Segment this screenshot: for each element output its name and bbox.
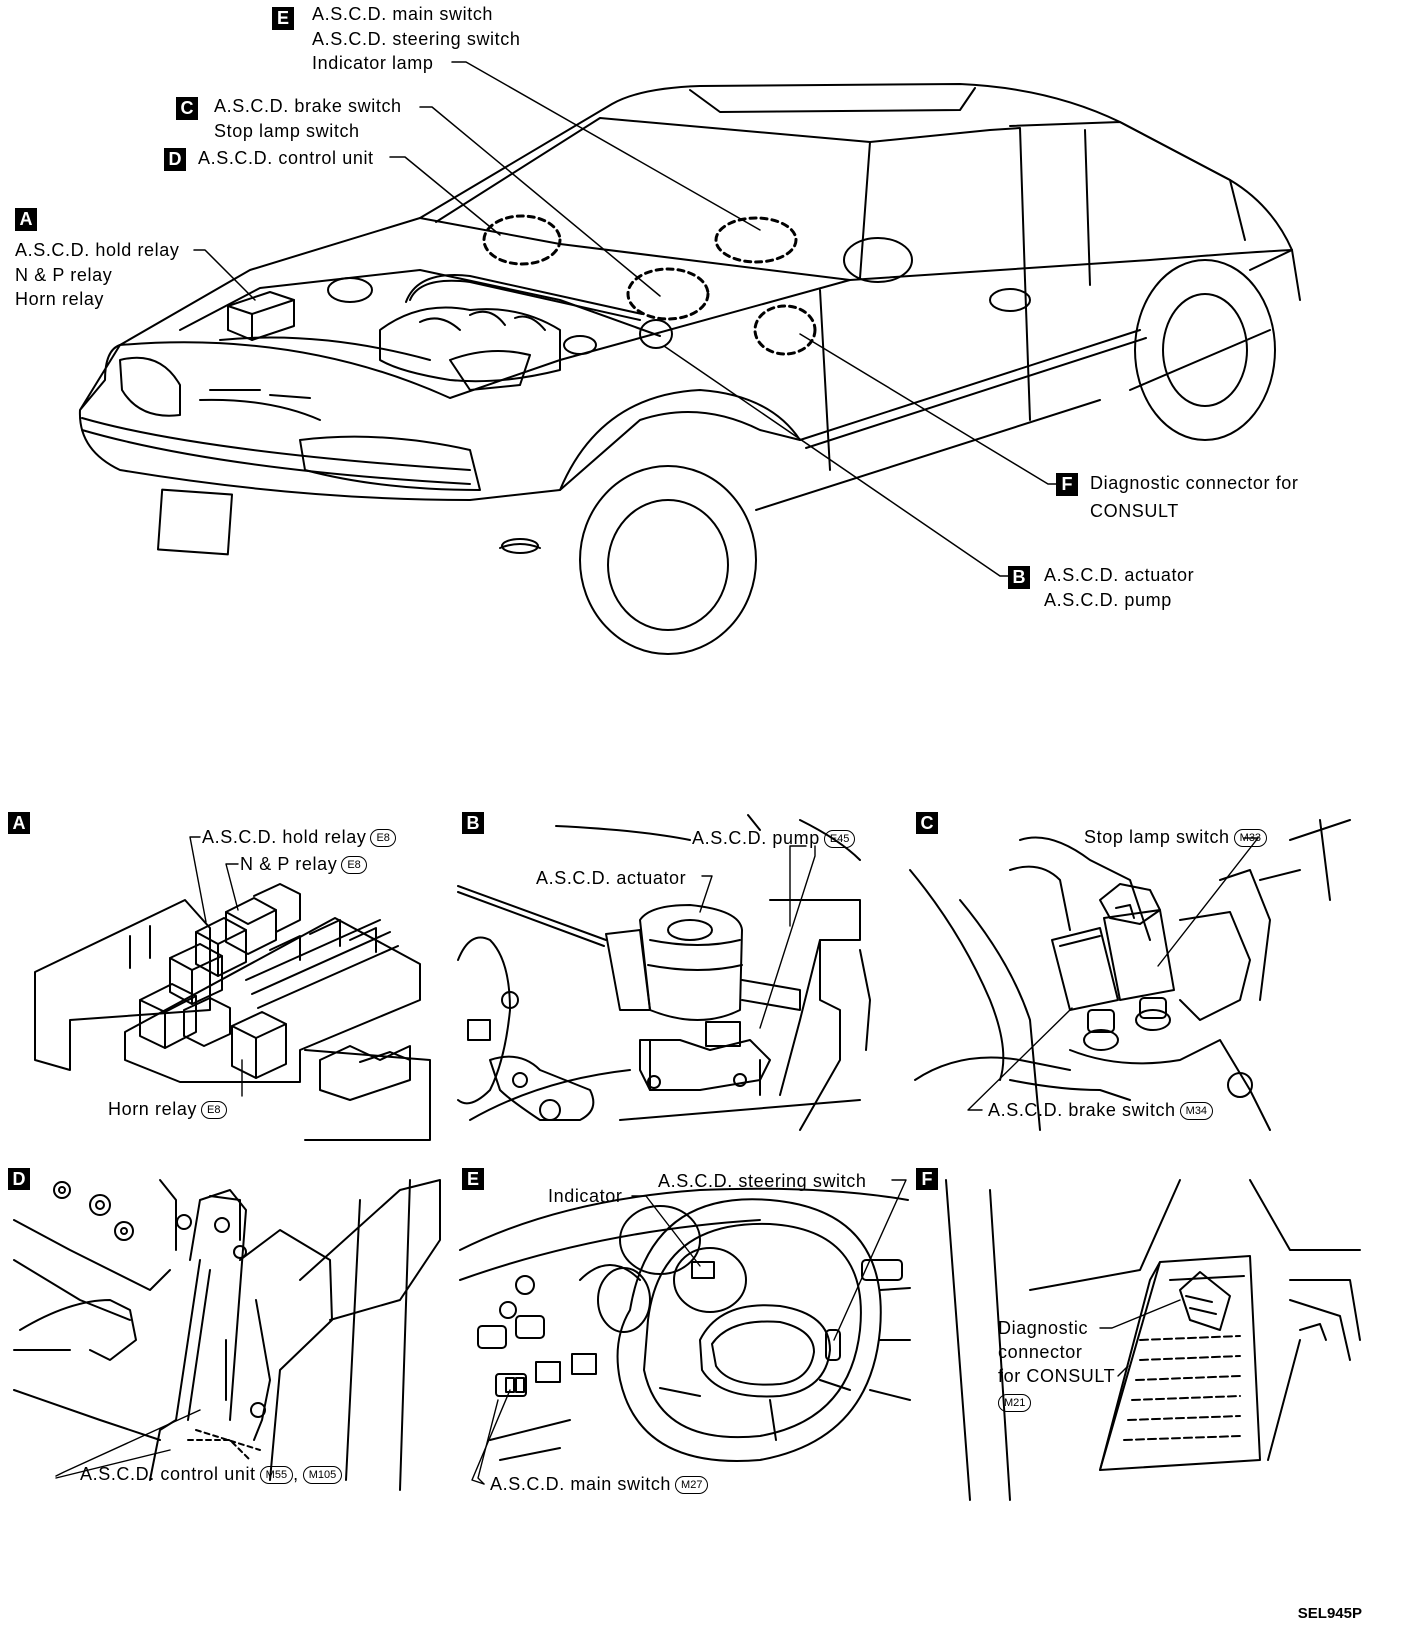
connector-badge: M105 bbox=[302, 1466, 343, 1484]
panel-f-drawing bbox=[945, 1179, 1361, 1501]
connector-badge: M55 bbox=[259, 1466, 294, 1484]
panel-f-diagnostic: Diagnostic bbox=[998, 1318, 1089, 1338]
panel-e-indicator: Indicator bbox=[548, 1186, 623, 1206]
callout-c-stop-lamp: Stop lamp switch bbox=[214, 121, 360, 141]
panel-b-drawing bbox=[457, 814, 871, 1131]
callout-key-e: E bbox=[272, 7, 294, 30]
panel-f-connector-code: M21 bbox=[998, 1390, 1032, 1415]
panel-key-d: D bbox=[8, 1168, 30, 1190]
callout-c-brake-switch: A.S.C.D. brake switch bbox=[214, 96, 402, 116]
panel-e-drawing bbox=[459, 1187, 911, 1462]
callout-e-indicator-lamp: Indicator lamp bbox=[312, 53, 434, 73]
callout-a-hold-relay: A.S.C.D. hold relay bbox=[15, 240, 180, 260]
figure-reference-code: SEL945P bbox=[1297, 1605, 1362, 1622]
callout-d-control-unit: A.S.C.D. control unit bbox=[198, 148, 374, 168]
panel-key-e: E bbox=[462, 1168, 484, 1190]
callout-e-main-switch: A.S.C.D. main switch bbox=[312, 4, 494, 24]
callout-f-consult: CONSULT bbox=[1090, 501, 1179, 521]
callout-b-pump: A.S.C.D. pump bbox=[1044, 590, 1172, 610]
callout-key-f: F bbox=[1056, 473, 1078, 496]
callout-e-steering-switch: A.S.C.D. steering switch bbox=[312, 29, 521, 49]
panel-e-steering-switch: A.S.C.D. steering switch bbox=[658, 1171, 867, 1191]
panel-c-drawing bbox=[909, 819, 1351, 1131]
callout-a-np-relay: N & P relay bbox=[15, 265, 113, 285]
callout-b-actuator: A.S.C.D. actuator bbox=[1044, 565, 1195, 585]
connector-badge: E8 bbox=[370, 829, 396, 847]
panel-d-drawing bbox=[13, 1179, 441, 1491]
panel-a-drawing bbox=[34, 883, 431, 1141]
connector-badge: M34 bbox=[1179, 1102, 1214, 1120]
panel-f-connector: connector bbox=[998, 1342, 1083, 1362]
panel-key-a: A bbox=[8, 812, 30, 834]
panel-b-actuator: A.S.C.D. actuator bbox=[536, 868, 687, 888]
callout-key-c: C bbox=[176, 97, 198, 120]
connector-badge: M21 bbox=[998, 1394, 1032, 1412]
connector-badge: M33 bbox=[1233, 829, 1268, 847]
panel-key-b: B bbox=[462, 812, 484, 834]
connector-badge: E45 bbox=[823, 830, 856, 848]
callout-key-b: B bbox=[1008, 566, 1030, 589]
panel-f-for-consult: for CONSULT bbox=[998, 1366, 1116, 1386]
panel-key-c: C bbox=[916, 812, 938, 834]
callout-f-diagnostic: Diagnostic connector for bbox=[1090, 473, 1299, 493]
connector-badge: M27 bbox=[675, 1476, 709, 1494]
callout-a-horn-relay: Horn relay bbox=[15, 289, 105, 309]
callout-key-a: A bbox=[15, 208, 37, 231]
callout-key-d: D bbox=[164, 148, 186, 171]
panel-key-f: F bbox=[916, 1168, 938, 1190]
connector-badge: E8 bbox=[341, 856, 367, 874]
car-drawing bbox=[78, 83, 1301, 655]
connector-badge: E8 bbox=[201, 1101, 227, 1119]
